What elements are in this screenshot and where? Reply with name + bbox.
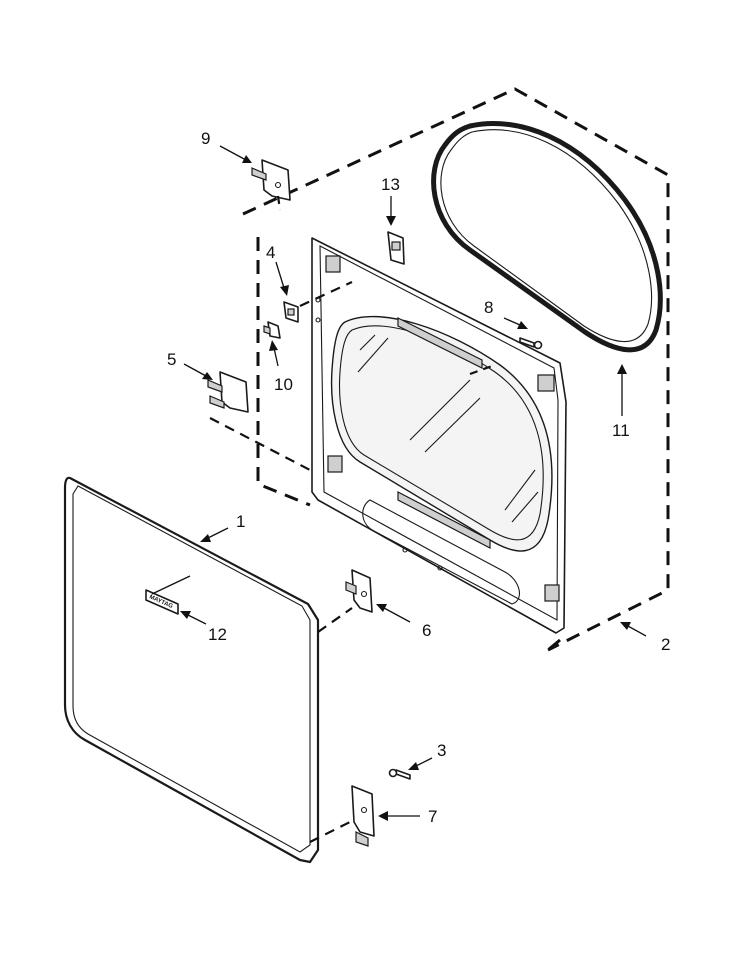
callout-4: 4 [266,243,275,262]
callout-5: 5 [167,350,176,369]
nameplate: MAYTAG [145,589,179,615]
hinge-bracket-lower [207,371,249,413]
callout-11: 11 [612,421,630,440]
door-hinge-upper [345,569,373,613]
callout-10: 10 [274,375,293,394]
hinge-bracket-upper [251,159,291,201]
callout-3: 3 [437,741,446,760]
latch-catch [263,321,281,339]
callout-1: 1 [236,512,245,531]
callout-6: 6 [422,621,431,640]
assembly-dashed-outline [242,87,670,652]
callout-12: 12 [208,625,227,644]
door-hinge-lower [351,785,375,847]
leader-lines [151,145,647,821]
callout-9: 9 [201,129,210,148]
outer-door [63,476,320,864]
callout-7: 7 [428,807,437,826]
callout-2: 2 [661,635,670,654]
callout-13: 13 [381,175,400,194]
callout-8: 8 [484,298,493,317]
latch-clip [387,231,405,265]
assembly-guide-lines [209,195,493,843]
panel-frame [311,237,567,634]
latch-strike [283,301,299,323]
window-gasket [431,120,663,353]
panel-window [330,315,553,552]
screw-upper [519,337,543,350]
callout-labels: 9 13 4 8 10 5 11 1 12 6 2 3 7 [167,129,670,826]
screw-lower [388,768,411,780]
